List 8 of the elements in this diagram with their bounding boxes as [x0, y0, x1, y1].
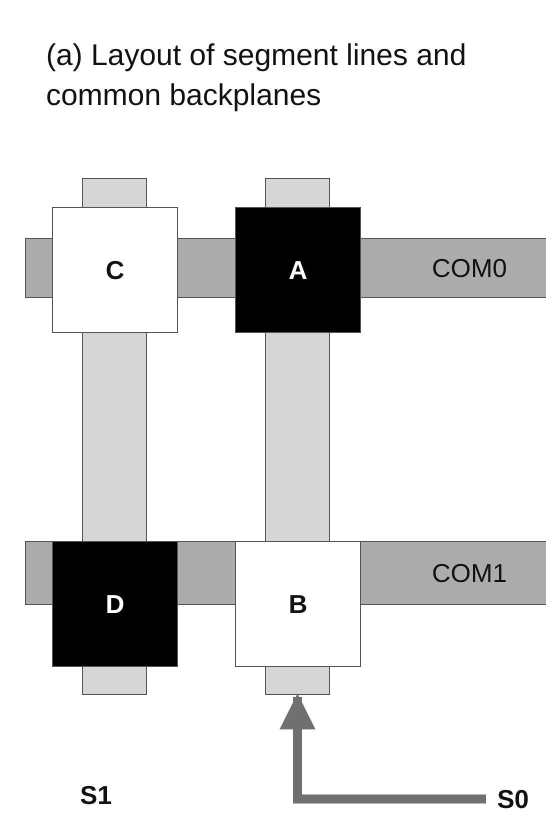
line-label: S1 — [80, 780, 112, 811]
arrow — [280, 693, 486, 804]
segment-box: C — [52, 207, 178, 333]
segment-box: B — [235, 541, 361, 667]
line-label: S0 — [488, 780, 538, 818]
segment-box: A — [235, 207, 361, 333]
segment-box: D — [52, 541, 178, 667]
diagram-title: (a) Layout of segment lines and common backplanes — [46, 38, 468, 114]
